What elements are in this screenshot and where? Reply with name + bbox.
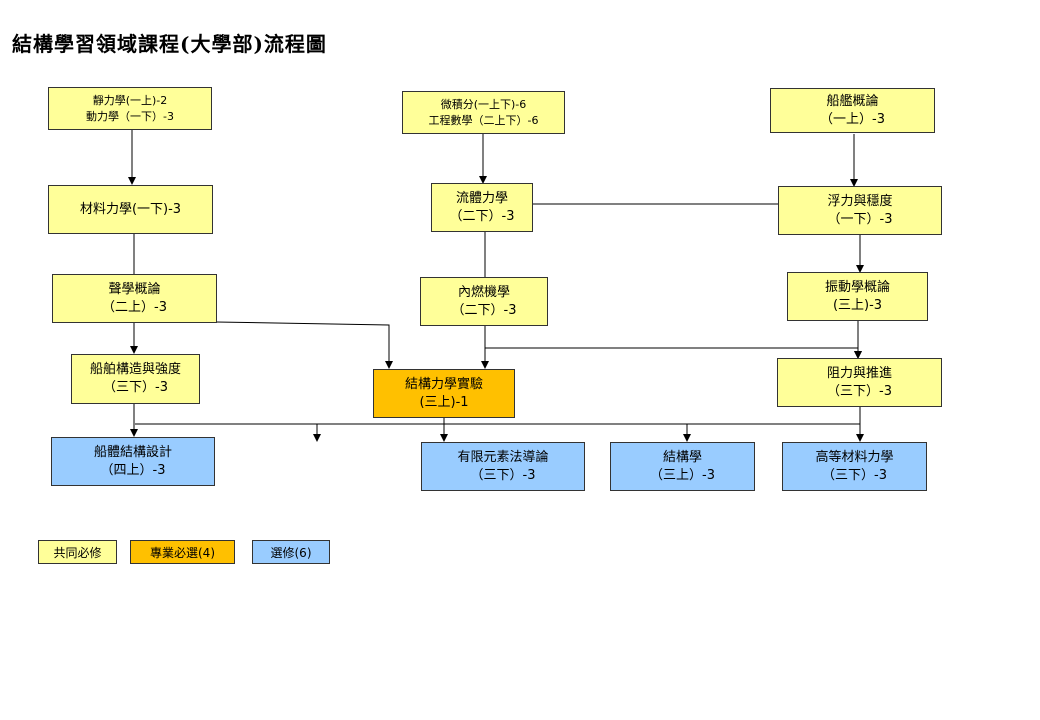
course-hull-design-line1: 船體結構設計 — [93, 444, 172, 460]
legend-required: 專業必選(4) — [130, 540, 235, 564]
course-ice-line2: （二下）-3 — [451, 302, 517, 318]
course-ship-intro: 船艦概論 （一上）-3 — [770, 88, 935, 133]
course-statics-line1: 靜力學(一上)-2 — [92, 93, 168, 107]
course-hull-design: 船體結構設計 （四上）-3 — [51, 437, 215, 486]
course-fluid-line1: 流體力學 — [455, 190, 508, 206]
course-lab: 結構力學實驗 (三上)-1 — [373, 369, 515, 418]
course-buoyancy: 浮力與穩度 （一下）-3 — [778, 186, 942, 235]
course-fluid-line2: （二下）-3 — [449, 208, 515, 224]
course-adv-materials: 高等材料力學 （三下）-3 — [782, 442, 927, 491]
course-acoustics-line2: （二上）-3 — [102, 299, 167, 315]
legend-elective: 選修(6) — [252, 540, 330, 564]
course-fem: 有限元素法導論 （三下）-3 — [421, 442, 585, 491]
course-calculus-line1: 微積分(一上下)-6 — [440, 97, 527, 111]
course-statics: 靜力學(一上)-2 動力學（一下）-3 — [48, 87, 212, 130]
course-resistance: 阻力與推進 （三下）-3 — [777, 358, 942, 407]
page-title: 結構學習領域課程(大學部)流程圖 — [12, 32, 327, 56]
course-calculus: 微積分(一上下)-6 工程數學（二上下）-6 — [402, 91, 565, 134]
arrow-acoustics-lab — [215, 321, 393, 369]
course-ship-intro-line2: （一上）-3 — [820, 111, 885, 127]
course-lab-line1: 結構力學實驗 — [404, 376, 483, 392]
course-resistance-line1: 阻力與推進 — [826, 365, 892, 381]
course-vibration-line2: (三上)-3 — [832, 297, 883, 313]
course-ship-struct: 船舶構造與強度 （三下）-3 — [71, 354, 200, 404]
course-materials-line1: 材料力學(一下)-3 — [79, 201, 182, 217]
course-vibration: 振動學概論 (三上)-3 — [787, 272, 928, 321]
course-adv-materials-line2: （三下）-3 — [822, 467, 887, 483]
course-adv-materials-line1: 高等材料力學 — [815, 449, 894, 465]
course-lab-line2: (三上)-1 — [419, 394, 469, 410]
course-vibration-line1: 振動學概論 — [824, 279, 890, 295]
course-structures-line2: （三上）-3 — [650, 467, 715, 483]
course-ice-line1: 內燃機學 — [457, 284, 510, 300]
course-acoustics-line1: 聲學概論 — [108, 281, 161, 297]
course-buoyancy-line1: 浮力與穩度 — [827, 193, 893, 209]
course-structures: 結構學 （三上）-3 — [610, 442, 755, 491]
course-ice: 內燃機學 （二下）-3 — [420, 277, 548, 326]
course-ship-struct-line2: （三下）-3 — [103, 380, 168, 395]
course-structures-line1: 結構學 — [662, 449, 702, 465]
course-ship-intro-line1: 船艦概論 — [826, 93, 879, 109]
legend-common: 共同必修 — [38, 540, 117, 564]
course-calculus-line2: 工程數學（二上下）-6 — [428, 113, 539, 127]
course-ship-struct-line1: 船舶構造與強度 — [89, 362, 181, 377]
course-buoyancy-line2: （一下）-3 — [827, 211, 893, 227]
course-resistance-line2: （三下）-3 — [827, 383, 892, 399]
course-acoustics: 聲學概論 （二上）-3 — [52, 274, 217, 323]
course-fem-line2: （三下）-3 — [470, 467, 536, 483]
course-fem-line1: 有限元素法導論 — [457, 449, 549, 465]
course-materials: 材料力學(一下)-3 — [48, 185, 213, 234]
course-fluid: 流體力學 （二下）-3 — [431, 183, 533, 232]
course-hull-design-line2: （四上）-3 — [100, 462, 166, 478]
course-statics-line2: 動力學（一下）-3 — [86, 109, 174, 123]
